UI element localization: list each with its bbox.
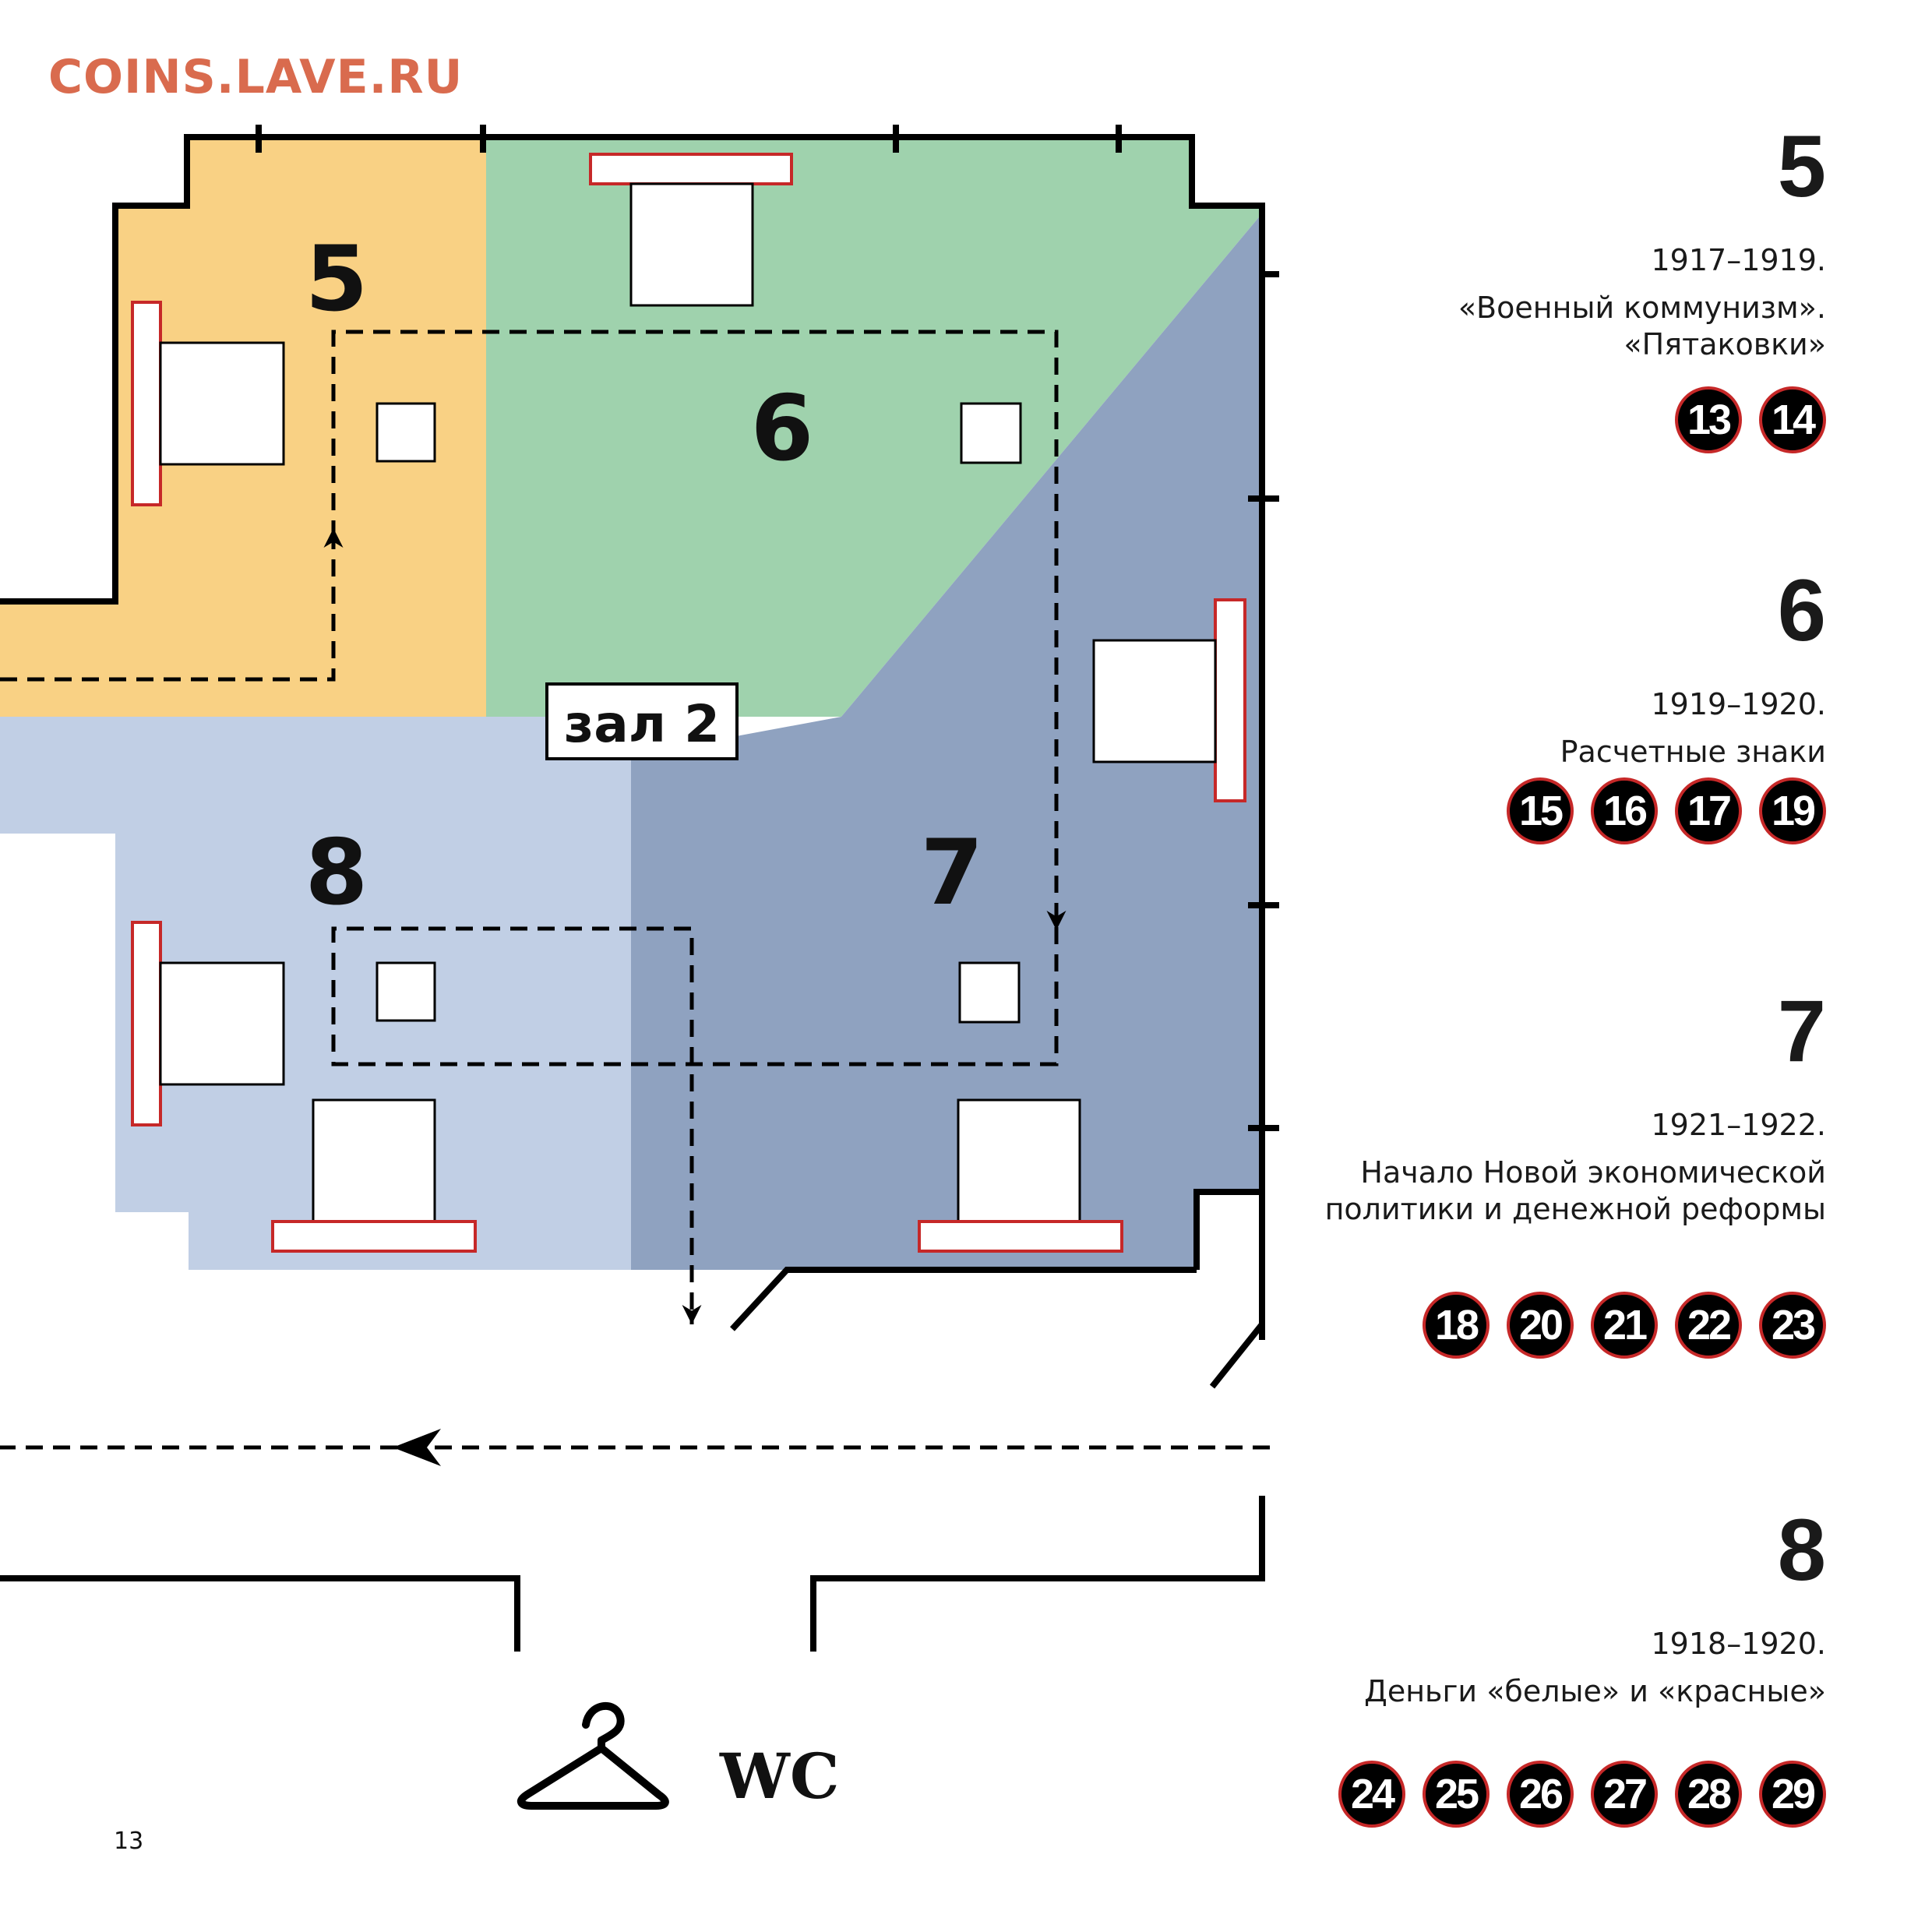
hall-7-area [631, 213, 1262, 1270]
wall-showcase-hall7-east [1214, 598, 1246, 802]
wall-showcase-hall6 [589, 153, 793, 185]
display-case [159, 961, 285, 1086]
legend-years: 1921–1922. [1651, 1108, 1827, 1142]
item-number-badge[interactable]: 23 [1759, 1292, 1826, 1359]
hall-8-label: 8 [305, 820, 368, 925]
hall-6-label: 6 [751, 376, 814, 481]
item-number-badge[interactable]: 16 [1591, 777, 1658, 844]
item-number-badge[interactable]: 13 [1675, 386, 1742, 453]
legend-badges: 15 16 17 19 [1507, 777, 1826, 844]
item-number-badge[interactable]: 21 [1591, 1292, 1658, 1359]
wall-showcase-hall8-west [131, 921, 162, 1126]
item-number-badge[interactable]: 17 [1675, 777, 1742, 844]
item-number-badge[interactable]: 14 [1759, 386, 1826, 453]
legend-badges: 13 14 [1675, 386, 1826, 453]
route-path-loop [331, 330, 1066, 930]
small-display-case [375, 961, 436, 1022]
route-path-entry [0, 528, 344, 682]
wall-showcase-hall8-south [271, 1220, 477, 1253]
legend-years: 1917–1919. [1651, 243, 1827, 277]
wc-label: WC [719, 1740, 840, 1813]
room-label-box [545, 682, 739, 760]
display-case [1092, 639, 1217, 763]
display-case [159, 341, 285, 466]
display-case [957, 1098, 1081, 1223]
item-number-badge[interactable]: 19 [1759, 777, 1826, 844]
legend-hall-8: 8 1918–1920. Деньги «белые» и «красные» … [1187, 1501, 1827, 1828]
hall-7-label: 7 [921, 820, 984, 925]
legend-hall-7: 7 1921–1922. Начало Новой экономической … [1187, 982, 1827, 1359]
wall-showcase-hall5 [131, 301, 162, 506]
corridor-arrow-icon [393, 1429, 441, 1466]
item-number-badge[interactable]: 28 [1675, 1761, 1742, 1828]
item-number-badge[interactable]: 15 [1507, 777, 1574, 844]
legend-years: 1918–1920. [1651, 1627, 1827, 1661]
legend-description: Расчетные знаки [1560, 734, 1826, 769]
item-number-badge[interactable]: 22 [1675, 1292, 1742, 1359]
small-display-case [375, 402, 436, 463]
legend-hall-number: 7 [1777, 982, 1826, 1080]
item-number-badge[interactable]: 29 [1759, 1761, 1826, 1828]
room-label: зал 2 [564, 694, 720, 754]
display-case [312, 1098, 436, 1223]
legend-hall-number: 8 [1777, 1501, 1826, 1599]
item-number-badge[interactable]: 24 [1338, 1761, 1405, 1828]
legend-hall-5: 5 1917–1919. «Военный коммунизм». «Пятак… [1187, 118, 1827, 453]
item-number-badge[interactable]: 20 [1507, 1292, 1574, 1359]
small-display-case [960, 402, 1022, 464]
legend-description: Деньги «белые» и «красные» [1364, 1673, 1826, 1708]
legend-years: 1919–1920. [1651, 687, 1827, 721]
legend-hall-number: 6 [1777, 562, 1826, 659]
hall-8-area [0, 717, 631, 1270]
walls [0, 125, 1279, 1652]
showcases [131, 153, 1246, 1253]
item-number-badge[interactable]: 26 [1507, 1761, 1574, 1828]
route-path-hall8 [331, 926, 1059, 1324]
coat-hanger-icon [516, 1701, 669, 1810]
item-number-badge[interactable]: 25 [1423, 1761, 1490, 1828]
legend-badges: 18 20 21 22 23 [1423, 1292, 1826, 1359]
wall-showcase-hall7-south [918, 1220, 1123, 1253]
item-number-badge[interactable]: 18 [1423, 1292, 1490, 1359]
visitor-route [0, 330, 1270, 1450]
legend-description: Начало Новой экономической политики и де… [1324, 1155, 1826, 1227]
legend-hall-number: 5 [1777, 118, 1826, 215]
legend-description: «Военный коммунизм». «Пятаковки» [1458, 290, 1826, 362]
hall-5-label: 5 [305, 227, 368, 332]
watermark: COINS.LAVE.RU [48, 50, 464, 104]
legend-badges: 24 25 26 27 28 29 [1338, 1761, 1826, 1828]
item-number-badge[interactable]: 27 [1591, 1761, 1658, 1828]
display-case [629, 182, 754, 307]
page-number: 13 [114, 1828, 144, 1855]
legend-hall-6: 6 1919–1920. Расчетные знаки 15 16 17 19 [1187, 562, 1827, 844]
small-display-case [958, 961, 1021, 1024]
